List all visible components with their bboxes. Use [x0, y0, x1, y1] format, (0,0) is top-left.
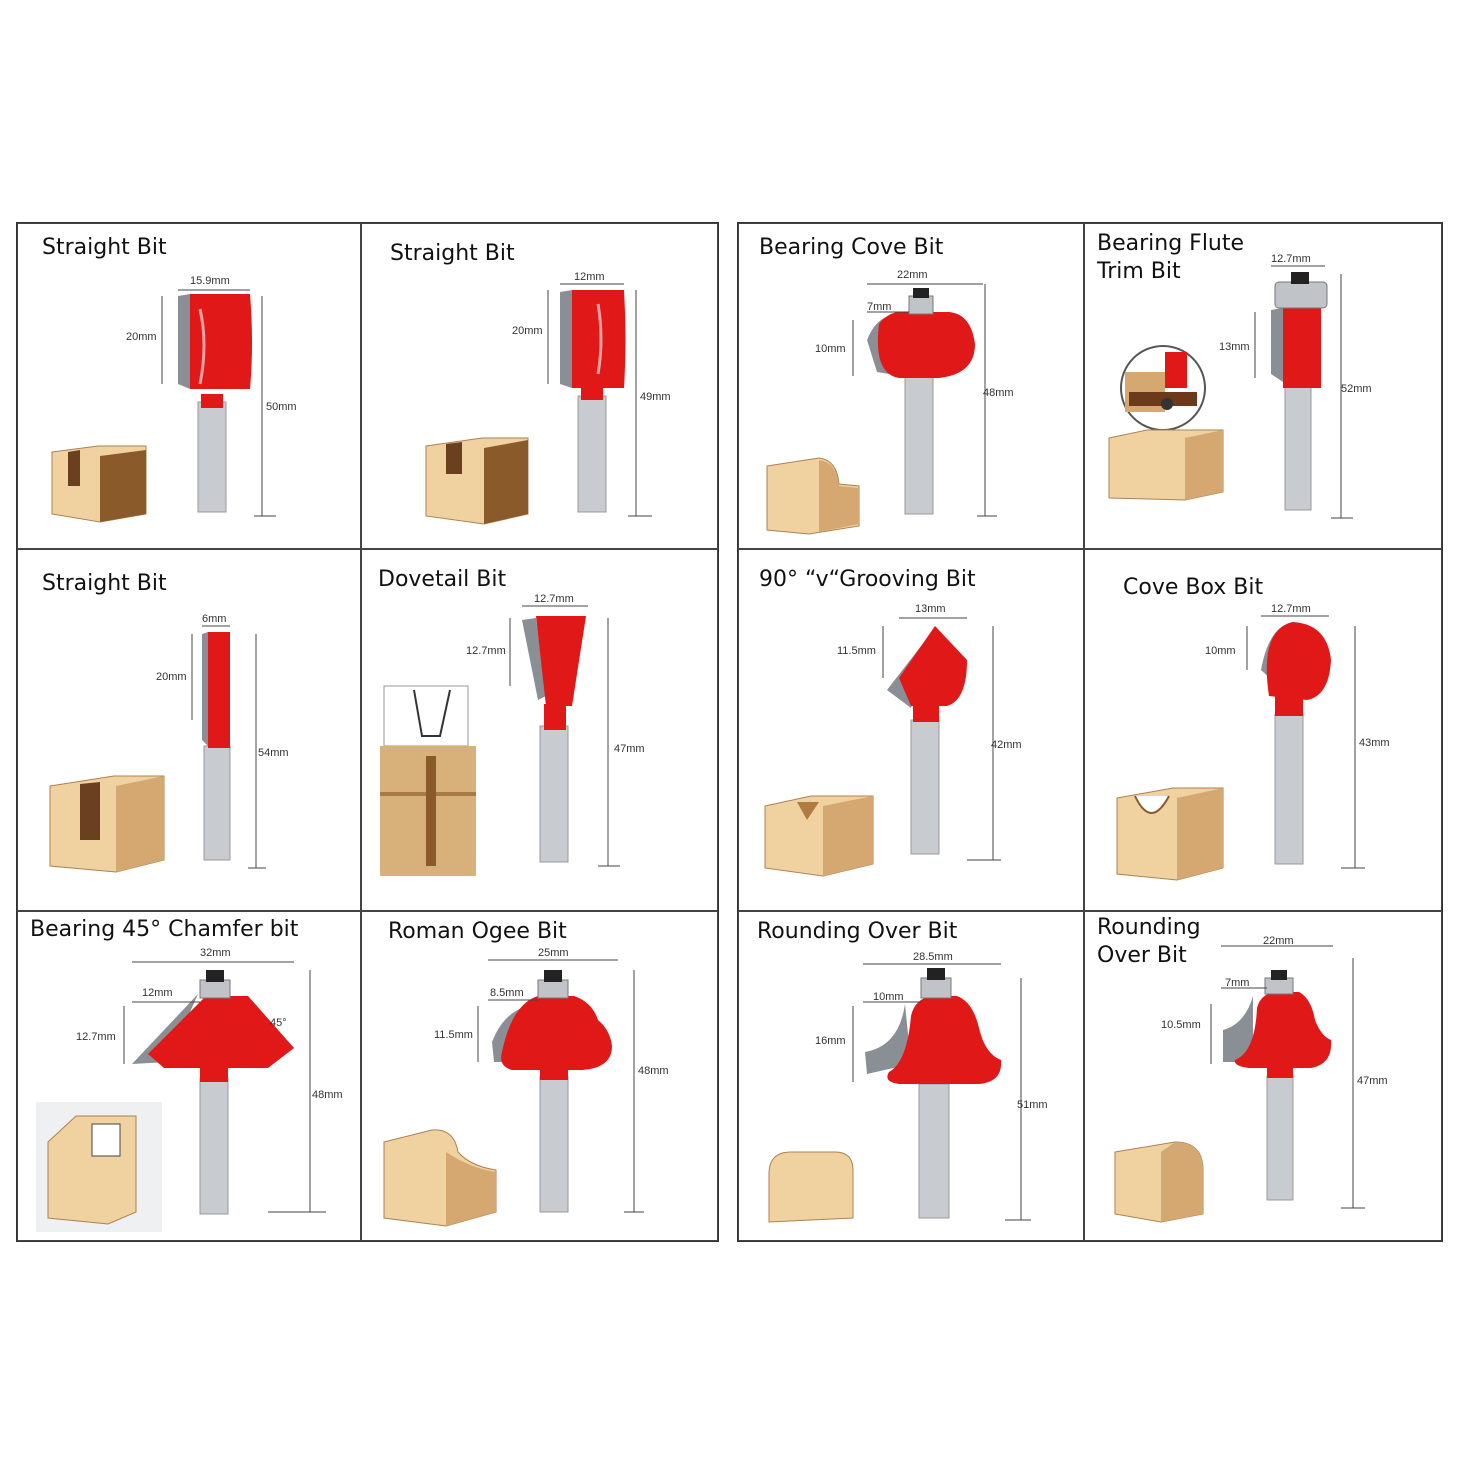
straight-bit-3-illustration: 6mm 20mm 54mm	[49, 613, 289, 873]
roman-ogee-bit-illustration: 25mm 8.5mm 11.5mm 48mm	[383, 947, 669, 1227]
bit-title: Roman Ogee Bit	[388, 919, 567, 944]
bit-title: Cove Box Bit	[1123, 575, 1264, 600]
bearing-cove-bit-illustration: 22mm 7mm 10mm 48mm	[766, 269, 1014, 535]
dim-label: 12mm	[142, 987, 173, 999]
bit-title: Bearing Cove Bit	[759, 235, 944, 260]
dim-label: 12.7mm	[1271, 603, 1311, 615]
cell-straight-bit-3: Straight Bit 6mm 20mm 54mm	[17, 549, 361, 911]
dim-label: 12.7mm	[76, 1031, 116, 1043]
rounding-over-bit-2-illustration: 22mm 7mm 10.5mm 47mm	[1114, 935, 1388, 1223]
dim-label: 48mm	[312, 1089, 343, 1101]
bit-title: Rounding Over Bit	[757, 919, 958, 944]
cell-rounding-over-bit-2: Rounding Over Bit 22mm 7mm 10.5mm 47mm	[1084, 911, 1442, 1241]
cell-rounding-over-bit-1: Rounding Over Bit 28.5mm 10mm 16mm 51mm	[738, 911, 1084, 1241]
dim-label: 51mm	[1017, 1099, 1048, 1111]
dim-label: 47mm	[614, 743, 645, 755]
dim-label: 20mm	[126, 331, 157, 343]
cell-v-grooving-bit: 90° “v“Grooving Bit 13mm 11.5mm 42mm	[738, 549, 1084, 911]
dim-label: 16mm	[815, 1035, 846, 1047]
bit-title: Bearing Flute Trim Bit	[1097, 231, 1245, 284]
chamfer-bit-illustration: 32mm 12mm 12.7mm 45° 48mm	[36, 947, 343, 1232]
dim-label: 13mm	[1219, 341, 1250, 353]
dim-label: 10mm	[1205, 645, 1236, 657]
dim-label: 47mm	[1357, 1075, 1388, 1087]
dim-label: 50mm	[266, 401, 297, 413]
dim-label: 10mm	[873, 991, 904, 1003]
dim-label: 11.5mm	[434, 1029, 473, 1041]
cell-bearing-flute-trim-bit: Bearing Flute Trim Bit 12.7mm 13mm 52mm	[1084, 223, 1442, 549]
dim-label: 12.7mm	[1271, 253, 1311, 265]
dim-label: 12.7mm	[534, 593, 574, 605]
straight-bit-1-illustration: 15.9mm 20mm 50mm	[51, 275, 297, 523]
dim-label: 20mm	[512, 325, 543, 337]
dim-label: 28.5mm	[913, 951, 953, 963]
dim-label: 13mm	[915, 603, 946, 615]
bit-title: 90° “v“Grooving Bit	[759, 567, 976, 592]
dim-label: 20mm	[156, 671, 187, 683]
dim-label: 42mm	[991, 739, 1022, 751]
dim-label: 11.5mm	[837, 645, 876, 657]
dim-label: 22mm	[897, 269, 928, 281]
v-grooving-bit-illustration: 13mm 11.5mm 42mm	[764, 603, 1022, 877]
dim-label: 32mm	[200, 947, 231, 959]
bit-title: Straight Bit	[42, 235, 167, 260]
dim-label: 15.9mm	[190, 275, 230, 287]
dim-label: 22mm	[1263, 935, 1294, 947]
dim-label: 48mm	[983, 387, 1014, 399]
dim-label: 52mm	[1341, 383, 1372, 395]
dim-label: 8.5mm	[490, 987, 524, 999]
cell-bearing-cove-bit: Bearing Cove Bit 22mm 7mm 10mm 48mm	[738, 223, 1084, 549]
bearing-flute-trim-bit-illustration: 12.7mm 13mm 52mm	[1108, 253, 1372, 519]
dim-label: 10.5mm	[1161, 1019, 1201, 1031]
bit-title: Rounding Over Bit	[1097, 915, 1201, 968]
dovetail-bit-illustration: 12.7mm 12.7mm 47mm	[380, 593, 645, 876]
cell-cove-box-bit: Cove Box Bit 12.7mm 10mm 43mm	[1084, 549, 1442, 911]
cell-chamfer-bit: Bearing 45° Chamfer bit 32mm 12mm 12.7mm…	[17, 911, 361, 1241]
dim-label: 7mm	[1225, 977, 1249, 989]
dim-label: 6mm	[202, 613, 226, 625]
dim-label: 49mm	[640, 391, 671, 403]
cell-roman-ogee-bit: Roman Ogee Bit 25mm 8.5mm 11.5mm 48mm	[361, 911, 718, 1241]
dim-label: 25mm	[538, 947, 569, 959]
cell-straight-bit-1: Straight Bit 15.9mm 20mm 50mm	[17, 223, 361, 549]
cell-dovetail-bit: Dovetail Bit 12.7mm 12.7mm 47mm	[361, 549, 718, 911]
dim-label: 48mm	[638, 1065, 669, 1077]
bit-title: Straight Bit	[390, 241, 515, 266]
bit-title: Straight Bit	[42, 571, 167, 596]
straight-bit-2-illustration: 12mm 20mm 49mm	[425, 271, 671, 525]
dim-label: 12mm	[574, 271, 605, 283]
dim-label: 45°	[270, 1017, 287, 1029]
dim-label: 12.7mm	[466, 645, 506, 657]
dim-label: 54mm	[258, 747, 289, 759]
cell-straight-bit-2: Straight Bit 12mm 20mm 49mm	[361, 223, 718, 549]
dim-label: 10mm	[815, 343, 846, 355]
dim-label: 7mm	[867, 301, 891, 313]
rounding-over-bit-1-illustration: 28.5mm 10mm 16mm 51mm	[768, 951, 1048, 1223]
bit-title: Dovetail Bit	[378, 567, 507, 592]
dim-label: 43mm	[1359, 737, 1390, 749]
bit-title: Bearing 45° Chamfer bit	[30, 917, 299, 942]
cove-box-bit-illustration: 12.7mm 10mm 43mm	[1116, 603, 1390, 881]
